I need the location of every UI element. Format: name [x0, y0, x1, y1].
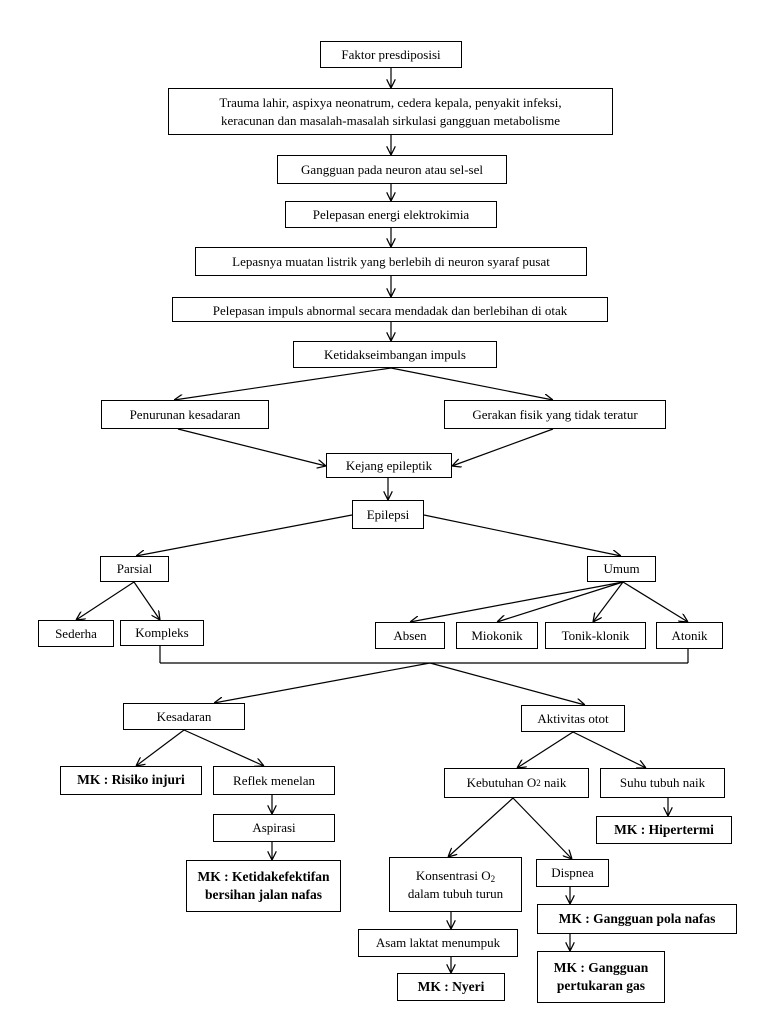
arrow-kebutuhan-konsentrasi: [448, 797, 514, 857]
node-mk-risiko-injuri: MK : Risiko injuri: [60, 766, 202, 795]
node-trauma-line-1: Trauma lahir, aspixya neonatrum, cedera …: [219, 94, 562, 110]
node-parsial: Parsial: [100, 556, 169, 582]
node-kebutuhan-post: naik: [540, 775, 567, 791]
arrow-kesadaran-reflek: [183, 729, 264, 766]
arrow-kesadaran-injuri: [136, 729, 185, 766]
node-mk-nyeri: MK : Nyeri: [397, 973, 505, 1001]
arrow-umum-tonik: [593, 581, 624, 622]
node-mk-jalan-nafas-line-2: bersihan jalan nafas: [204, 887, 322, 902]
arrow-bracket-aktivitas: [429, 662, 585, 705]
node-pelepasan-energi: Pelepasan energi elektrokimia: [285, 201, 497, 228]
arrow-ketidak-gerakan: [390, 367, 553, 400]
node-reflek-menelan: Reflek menelan: [213, 766, 335, 795]
node-konsentrasi-pre: Konsentrasi O: [415, 867, 491, 883]
node-kejang-epileptik: Kejang epileptik: [326, 453, 452, 478]
arrow-penurunan-kejang: [177, 428, 326, 466]
node-asam-laktat: Asam laktat menumpuk: [358, 929, 518, 957]
node-konsentrasi-line-1: Konsentrasi O2: [408, 867, 503, 885]
node-aspirasi: Aspirasi: [213, 814, 335, 842]
node-gerakan-fisik: Gerakan fisik yang tidak teratur: [444, 400, 666, 429]
node-ketidakseimbangan-impuls: Ketidakseimbangan impuls: [293, 341, 497, 368]
node-aktivitas-otot: Aktivitas otot: [521, 705, 625, 732]
node-konsentrasi-line-2: dalam tubuh turun: [407, 885, 504, 901]
node-dispnea: Dispnea: [536, 859, 609, 887]
node-miokonik: Miokonik: [456, 622, 538, 649]
node-kompleks: Kompleks: [120, 620, 204, 646]
arrow-umum-miokonik: [497, 581, 624, 622]
arrow-epilepsi-umum: [423, 514, 621, 556]
node-trauma-line-2: keracunan dan masalah-masalah sirkulasi …: [221, 112, 560, 128]
node-mk-hipertermi: MK : Hipertermi: [596, 816, 732, 844]
node-lepasnya-muatan: Lepasnya muatan listrik yang berlebih di…: [195, 247, 587, 276]
node-kesadaran: Kesadaran: [123, 703, 245, 730]
node-absen: Absen: [375, 622, 445, 649]
arrow-parsial-kompleks: [133, 581, 160, 620]
arrow-umum-absen: [410, 581, 624, 622]
node-trauma-causes: Trauma lahir, aspixya neonatrum, cedera …: [168, 88, 613, 135]
arrow-ketidak-penurunan: [174, 367, 392, 400]
node-pelepasan-impuls: Pelepasan impuls abnormal secara mendada…: [172, 297, 608, 322]
node-kebutuhan-pre: Kebutuhan O: [466, 775, 537, 791]
arrow-aktivitas-kebutuhan: [517, 731, 574, 768]
arrow-gerakan-kejang: [452, 428, 554, 466]
arrow-umum-atonik: [622, 581, 688, 622]
node-gangguan-neuron: Gangguan pada neuron atau sel-sel: [277, 155, 507, 184]
arrow-kebutuhan-dispnea: [512, 797, 572, 859]
node-sederha: Sederha: [38, 620, 114, 647]
node-mk-gangguan-pola-nafas: MK : Gangguan pola nafas: [537, 904, 737, 934]
node-mk-gangguan-pertukaran-gas: MK : Gangguan pertukaran gas: [537, 951, 665, 1003]
node-mk-gas-line-2: pertukaran gas: [556, 978, 646, 993]
node-tonik-klonik: Tonik-klonik: [545, 622, 646, 649]
arrow-parsial-sederha: [76, 581, 135, 620]
node-umum: Umum: [587, 556, 656, 582]
node-suhu-tubuh: Suhu tubuh naik: [600, 768, 725, 798]
node-faktor-presdiposisi: Faktor presdiposisi: [320, 41, 462, 68]
node-mk-jalan-nafas-line-1: MK : Ketidakefektifan: [197, 868, 330, 884]
arrow-epilepsi-parsial: [136, 514, 353, 556]
arrow-bracket-kesadaran: [214, 662, 431, 703]
node-epilepsi: Epilepsi: [352, 500, 424, 529]
node-penurunan-kesadaran: Penurunan kesadaran: [101, 400, 269, 429]
node-mk-gas-line-1: MK : Gangguan: [553, 959, 649, 975]
node-atonik: Atonik: [656, 622, 723, 649]
arrow-aktivitas-suhu: [572, 731, 646, 768]
node-mk-ketidakefektifan: MK : Ketidakefektifan bersihan jalan nafa…: [186, 860, 341, 912]
node-konsentrasi-sub: 2: [490, 873, 496, 884]
